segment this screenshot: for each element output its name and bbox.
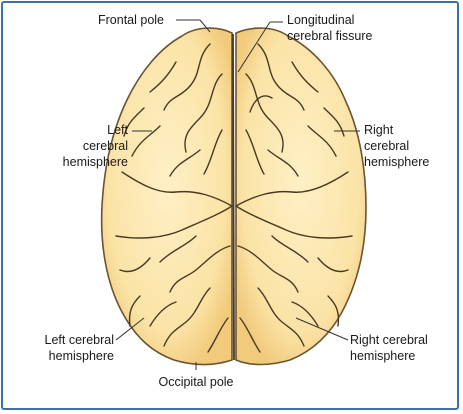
occipital-pole-label: Occipital pole: [136, 374, 256, 390]
right-hemisphere-bottom-line1: Right cerebral: [350, 333, 428, 347]
left-hemisphere-shape: [100, 27, 233, 366]
frontal-pole-text: Frontal pole: [98, 13, 165, 27]
left-hemisphere-top-line3: hemisphere: [62, 155, 128, 169]
longitudinal-fissure-label: Longitudinal cerebral fissure: [287, 12, 372, 44]
leader-lines: [115, 19, 360, 370]
right-hemisphere-shape: [235, 27, 367, 366]
left-hemisphere-bottom-label: Left cerebral hemisphere: [10, 332, 114, 364]
left-hemisphere-bottom-line1: Left cerebral: [44, 333, 114, 347]
left-hemisphere-top-line2: cerebral: [82, 139, 128, 153]
left-hemisphere-bottom-line2: hemisphere: [48, 349, 114, 363]
right-hemisphere-top-label: Right cerebral hemisphere: [364, 122, 429, 170]
occipital-pole-text: Occipital pole: [158, 375, 234, 389]
right-hemisphere-bottom-label: Right cerebral hemisphere: [350, 332, 428, 364]
sulci: [115, 43, 353, 353]
left-hemisphere-top-label: Left cerebral hemisphere: [40, 122, 128, 170]
right-hemisphere-top-line1: Right: [364, 123, 394, 137]
right-hemisphere-top-line2: cerebral: [364, 139, 410, 153]
right-hemisphere-bottom-line2: hemisphere: [350, 349, 416, 363]
right-hemisphere-top-line3: hemisphere: [364, 155, 430, 169]
frontal-pole-label: Frontal pole: [98, 12, 164, 28]
longitudinal-fissure: [232, 33, 235, 361]
longitudinal-fissure-line2: cerebral fissure: [287, 29, 373, 43]
longitudinal-fissure-line1: Longitudinal: [287, 13, 355, 27]
left-hemisphere-top-line1: Left: [107, 123, 128, 137]
